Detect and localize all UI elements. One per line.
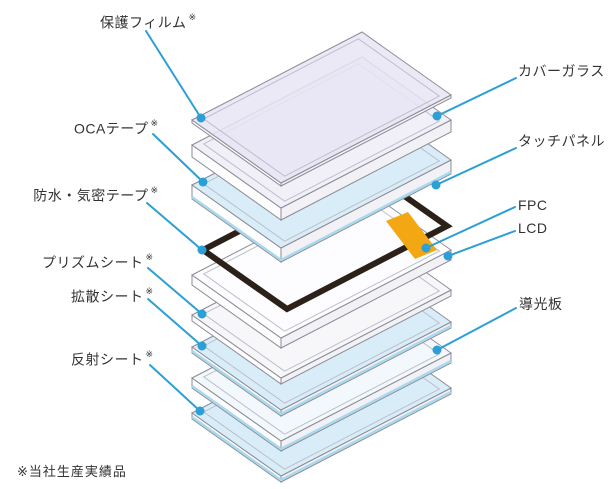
label-text: 保護フィルム (100, 14, 187, 31)
layer-protective-film-inset-outline (202, 38, 441, 177)
label-diffusion-sheet: 拡散シート※ (71, 286, 153, 305)
label-text: 導光板 (519, 296, 563, 312)
leader-line-protective-film (145, 30, 202, 119)
layer-reflection-sheet-bottom-edge (191, 390, 452, 482)
label-text: 反射シート (70, 351, 144, 368)
anchor-dot-lcd (443, 251, 453, 261)
anchor-dot-diffusion-sheet (197, 341, 207, 351)
label-cover-glass: カバーガラス (518, 64, 605, 79)
note-mark: ※ (150, 118, 158, 128)
anchor-dot-oca-tape (198, 177, 208, 187)
label-text: LCD (518, 220, 548, 236)
label-lcd: LCD (518, 221, 548, 236)
anchor-dot-protective-film (196, 113, 206, 123)
leader-line-diffusion-sheet (147, 298, 203, 347)
layer-light-guide-plate-bottom-edge (191, 359, 452, 451)
note-mark: ※ (150, 185, 158, 195)
anchor-dot-cover-glass (432, 111, 442, 121)
label-prism-sheet: プリズムシート※ (42, 252, 153, 271)
leader-line-cover-glass (436, 77, 517, 117)
layer-protective-film-top (191, 31, 452, 184)
leader-line-lcd (447, 230, 516, 257)
note-mark: ※ (145, 349, 153, 359)
label-oca-tape: OCAテープ※ (74, 118, 158, 137)
anchor-dot-light-guide-plate (432, 345, 442, 355)
note-mark: ※ (188, 12, 196, 22)
label-text: 防水・気密テープ (33, 187, 149, 204)
leader-line-prism-sheet (147, 267, 203, 315)
label-reflection-sheet: 反射シート※ (71, 349, 153, 368)
label-text: FPC (518, 197, 548, 213)
label-protective-film: 保護フィルム※ (100, 12, 196, 31)
label-touch-panel: タッチパネル (518, 134, 605, 149)
leader-line-oca-tape (152, 133, 204, 183)
anchor-dot-waterproof-airtight-tape (197, 245, 207, 255)
leader-line-light-guide-plate (436, 307, 517, 351)
anchor-dot-fpc (421, 243, 431, 253)
note-mark: ※ (145, 286, 153, 296)
label-text: OCAテープ (73, 120, 149, 137)
anchor-dot-prism-sheet (197, 309, 207, 319)
layer-diffusion-sheet-bottom-edge (191, 324, 452, 416)
anchor-dot-touch-panel (431, 180, 441, 190)
leader-line-waterproof-airtight-tape (146, 202, 203, 251)
label-text: タッチパネル (518, 133, 605, 149)
label-text: 拡散シート (70, 288, 144, 305)
footnote: ※当社生産実績品 (17, 464, 127, 479)
leader-line-touch-panel (435, 147, 517, 186)
label-text: カバーガラス (518, 63, 605, 79)
layer-touch-panel-bottom-edge (191, 170, 452, 262)
leader-line-fpc (425, 206, 516, 249)
note-mark: ※ (145, 252, 153, 262)
anchor-dot-reflection-sheet (195, 406, 205, 416)
label-waterproof-airtight-tape: 防水・気密テープ※ (33, 185, 158, 204)
label-fpc: FPC (518, 198, 548, 213)
label-light-guide-plate: 導光板 (519, 297, 563, 312)
label-text: プリズムシート (41, 254, 144, 271)
leader-line-reflection-sheet (149, 364, 201, 412)
